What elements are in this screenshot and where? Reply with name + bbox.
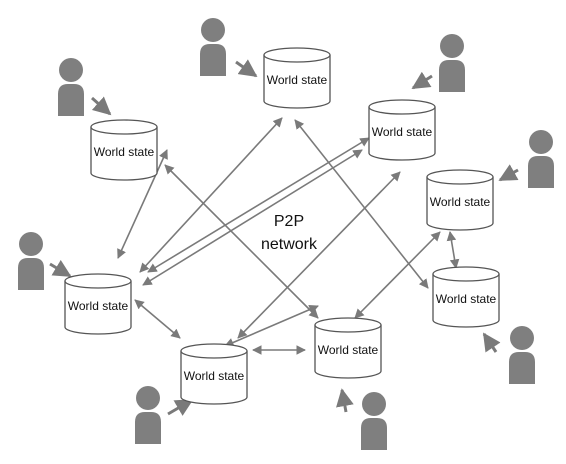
world-state-node: World state: [432, 266, 500, 328]
world-state-label: World state: [318, 343, 379, 357]
user-icon: [135, 386, 161, 444]
user-icon: [528, 130, 554, 188]
user-arrow-to-n8: [482, 332, 501, 353]
user-icon: [361, 392, 387, 450]
user-icon: [58, 58, 84, 116]
user-arrow-to-n2: [235, 59, 258, 78]
user-icon: [509, 326, 535, 384]
world-state-label: World state: [372, 125, 433, 139]
world-state-node: World state: [314, 317, 382, 379]
world-state-label: World state: [430, 195, 491, 209]
world-state-node: World state: [64, 273, 132, 335]
user-icon: [439, 34, 465, 92]
world-state-label: World state: [184, 369, 245, 383]
user-arrow-to-n1: [91, 96, 112, 116]
connection-arrows: [117, 117, 460, 355]
world-state-label: World state: [436, 292, 497, 306]
world-state-node: World state: [368, 99, 436, 161]
world-state-node: World state: [90, 119, 158, 181]
world-state-label: World state: [68, 299, 129, 313]
user-arrow-to-n4: [49, 259, 72, 278]
connection-arrow-n2-n3: [142, 149, 363, 286]
world-state-label: World state: [94, 145, 155, 159]
user-arrow-to-n3: [411, 71, 433, 90]
center-label-line2: network: [261, 236, 318, 253]
user-arrow-to-n5: [498, 164, 519, 182]
connection-arrow-n6-n5: [237, 171, 401, 339]
center-label-line1: P2P: [274, 213, 304, 230]
user-icon: [18, 232, 44, 290]
world-state-label: World state: [267, 73, 328, 87]
connection-arrow-n2-n4: [134, 299, 181, 339]
user-arrow-to-n7: [336, 388, 354, 413]
connection-arrow-n4-n7: [224, 305, 319, 347]
world-state-node: World state: [180, 343, 248, 405]
users: [18, 18, 554, 450]
connection-arrow-n4-n5: [354, 231, 441, 319]
center-label: P2P network: [261, 213, 318, 253]
user-arrow-to-n6: [167, 398, 194, 416]
world-state-node: World state: [426, 169, 494, 231]
user-arrows: [49, 59, 519, 416]
connection-arrow-n7-n8: [446, 231, 460, 269]
world-state-node: World state: [263, 47, 331, 109]
user-icon: [200, 18, 226, 76]
connection-arrow-n4-n6: [147, 137, 370, 273]
